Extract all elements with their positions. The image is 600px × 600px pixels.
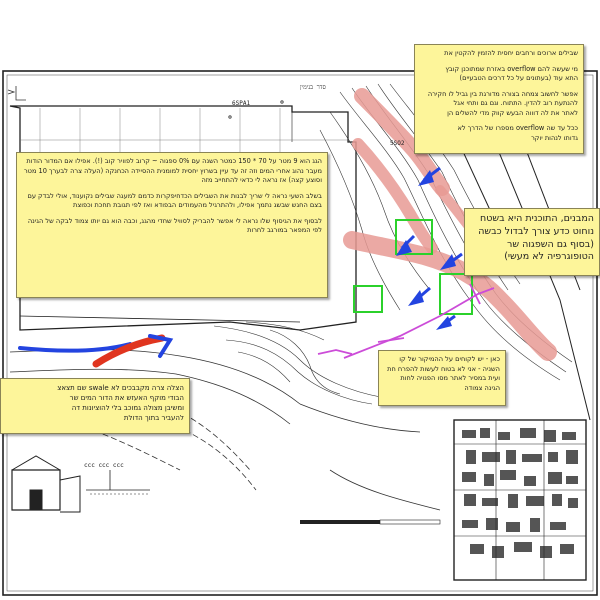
plan-marks [7, 86, 284, 119]
note-top-right: שבילים ארוכים ורחבים יחסית להזמין להקטין… [414, 44, 584, 154]
note-bottom-left: הצלה צרה מקבבכים לא swale שם תצאצ הבודי … [0, 378, 190, 434]
note-top-right-line-5: להנתעת רוב להדין. התתוח. וגם גם ותחי אגל [453, 99, 578, 108]
note-top-right-line-2: מי שעשה להם overflow באזרת שמתוכנן קובץ [445, 64, 578, 73]
note-magenta: כאן - יש לקוחים על ההמיקור של קו השניה -… [378, 350, 506, 406]
locator-map [453, 419, 587, 581]
note-main-left: הגג הוא 9 מטר על 70 * 150 כמטר השנה עם 0… [16, 152, 328, 298]
note-top-right-line-1: שבילים ארוכים ורחבים יחסית להזמין להקטין… [444, 49, 578, 57]
green-markers [353, 219, 473, 315]
note-main-left-para-3: לבסוף את הגיסוף שלו נראה לי אפשר להבריק … [27, 216, 322, 235]
note-bottom-left-line-1: הצלה צרה מקבבכים לא swale שם תצאצ [57, 384, 184, 392]
note-right-mid: המבנים, התוכנית היא בשטח נוחוט כדע צורך … [464, 208, 600, 276]
note-main-left-para-1: הגג הוא 9 מטר על 70 * 150 כמטר השנה עם 0… [23, 157, 322, 185]
elevation-title: ccc ccc ccc [84, 462, 124, 469]
note-bottom-left-line-4: להעביר בתוך הדולת [123, 414, 184, 423]
note-bottom-left-line-2: הבודי מוקף האעזש את הדור המים שר [69, 394, 184, 403]
note-right-mid-text: המבנים, התוכנית היא בשטח נוחוט כדע צורך … [478, 213, 594, 263]
note-top-right-line-7: ככל עד שה overflow מספרו של הדרך לא [457, 124, 578, 133]
column-grid [20, 108, 348, 158]
sheet-border [2, 70, 598, 596]
elevation-sketch [11, 455, 150, 513]
note-main-left-para-2: בשלב השעי נראה לי שריך לבנות את השבילים … [27, 191, 322, 210]
note-magenta-line-4: הגינה צמודה [464, 383, 500, 392]
magenta-section-line [317, 283, 495, 359]
scale-bar [300, 519, 441, 525]
note-magenta-line-2: השניה - אני לא בטוח לעשות להפרח חת [387, 364, 500, 373]
blue-flow-arrows [396, 166, 463, 330]
code-label-a: 6SPA1 [232, 100, 251, 107]
note-bottom-left-line-3: ומשיבן מצולה גמוכב בלי להוציונות דה [71, 404, 184, 413]
note-top-right-line-4: אפשר לחשוב צמחה בצורה מדורגת בין גביל לו… [427, 89, 578, 98]
swale-arrows [18, 334, 174, 368]
note-magenta-line-3: ועית במסיר לאתר מסו הפנויה לחות [400, 374, 500, 383]
note-top-right-line-8: גדותו לנהות יוקר [531, 133, 578, 142]
note-top-right-line-3: התא עוד (בעתונים על כל דרכים הטבעיים) [459, 74, 578, 83]
top-street-label: סדר בנימין [300, 84, 326, 91]
note-magenta-line-1: כאן - יש לקוחים על ההמיקור של קו [399, 355, 500, 363]
sheet-inner-border [6, 74, 594, 592]
note-top-right-line-6: לאתר את לה דוווה הבעש קווק מדי להשלים הן [447, 108, 578, 117]
code-label-b: 5SO2 [390, 140, 405, 147]
